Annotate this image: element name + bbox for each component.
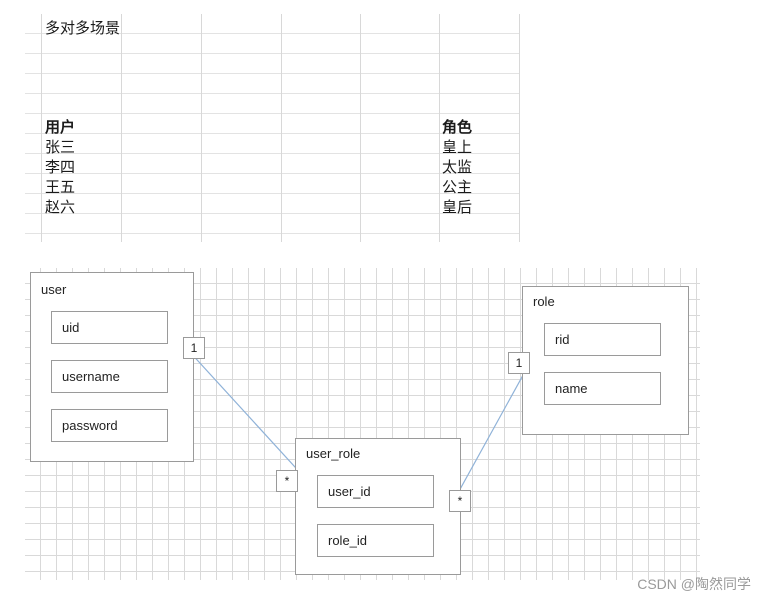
role-cell: 太监 (442, 159, 473, 176)
column-divider (439, 14, 440, 242)
roles-header: 角色 (442, 119, 473, 136)
role-entity-title: role (533, 294, 555, 309)
user-entity[interactable]: user uid username password (30, 272, 194, 462)
column-divider (281, 14, 282, 242)
watermark: CSDN @陶然同学 (637, 576, 751, 592)
role-cell: 公主 (442, 179, 473, 196)
rid-field[interactable]: rid (544, 323, 661, 356)
uid-field[interactable]: uid (51, 311, 168, 344)
multiplicity-user-role-many-left: * (276, 470, 298, 492)
users-header: 用户 (45, 119, 76, 136)
user-role-entity-title: user_role (306, 446, 361, 461)
multiplicity-user-role-many-right: * (449, 490, 471, 512)
column-divider (201, 14, 202, 242)
user-entity-title: user (41, 282, 67, 297)
column-divider (121, 14, 122, 242)
role-cell: 皇上 (442, 139, 473, 156)
column-divider (41, 14, 42, 242)
password-field[interactable]: password (51, 409, 168, 442)
role-cell: 皇后 (442, 199, 473, 216)
spreadsheet: 多对多场景 用户 角色 张三 李四 王五 赵六 皇上 太监 公主 皇后 (25, 14, 520, 242)
user-cell: 李四 (45, 159, 76, 176)
role-id-field[interactable]: role_id (317, 524, 434, 557)
user-role-entity[interactable]: user_role user_id role_id (295, 438, 461, 575)
column-divider (360, 14, 361, 242)
sheet-title: 多对多场景 (45, 20, 121, 37)
role-entity[interactable]: role rid name (522, 286, 689, 435)
user-cell: 王五 (45, 179, 76, 196)
user-id-field[interactable]: user_id (317, 475, 434, 508)
username-field[interactable]: username (51, 360, 168, 393)
user-cell: 张三 (45, 139, 76, 156)
multiplicity-role-one: 1 (508, 352, 530, 374)
multiplicity-user-one: 1 (183, 337, 205, 359)
column-divider (519, 14, 520, 242)
name-field[interactable]: name (544, 372, 661, 405)
user-cell: 赵六 (45, 199, 76, 216)
